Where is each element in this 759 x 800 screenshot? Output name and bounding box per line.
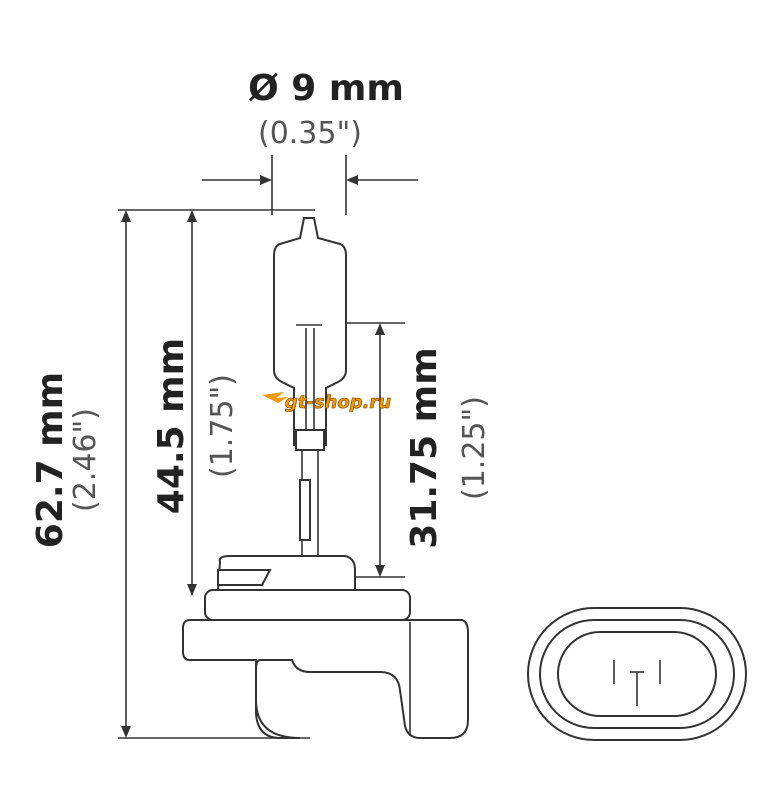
filament-height-dimension: 31.75 mm (1.25"): [310, 322, 492, 578]
light-center-metric: 44.5 mm: [151, 338, 192, 514]
diameter-imperial: (0.35"): [258, 116, 362, 151]
light-center-imperial: (1.75"): [205, 374, 240, 478]
watermark-logo: gt-shop.ru: [262, 392, 392, 413]
filament-height-imperial: (1.25"): [457, 396, 492, 500]
filament-height-metric: 31.75 mm: [404, 347, 445, 548]
diameter-dimension: Ø 9 mm (0.35"): [202, 68, 418, 215]
overall-height-imperial: (2.46"): [68, 408, 103, 512]
overall-height-metric: 62.7 mm: [30, 372, 71, 548]
overall-height-dimension: 62.7 mm (2.46"): [30, 209, 315, 739]
diameter-metric: Ø 9 mm: [248, 68, 404, 109]
light-center-dimension: 44.5 mm (1.75"): [151, 210, 240, 596]
connector-end-view: [527, 607, 747, 741]
svg-text:gt-shop.ru: gt-shop.ru: [285, 392, 391, 413]
bulb-side-view: [182, 217, 469, 739]
